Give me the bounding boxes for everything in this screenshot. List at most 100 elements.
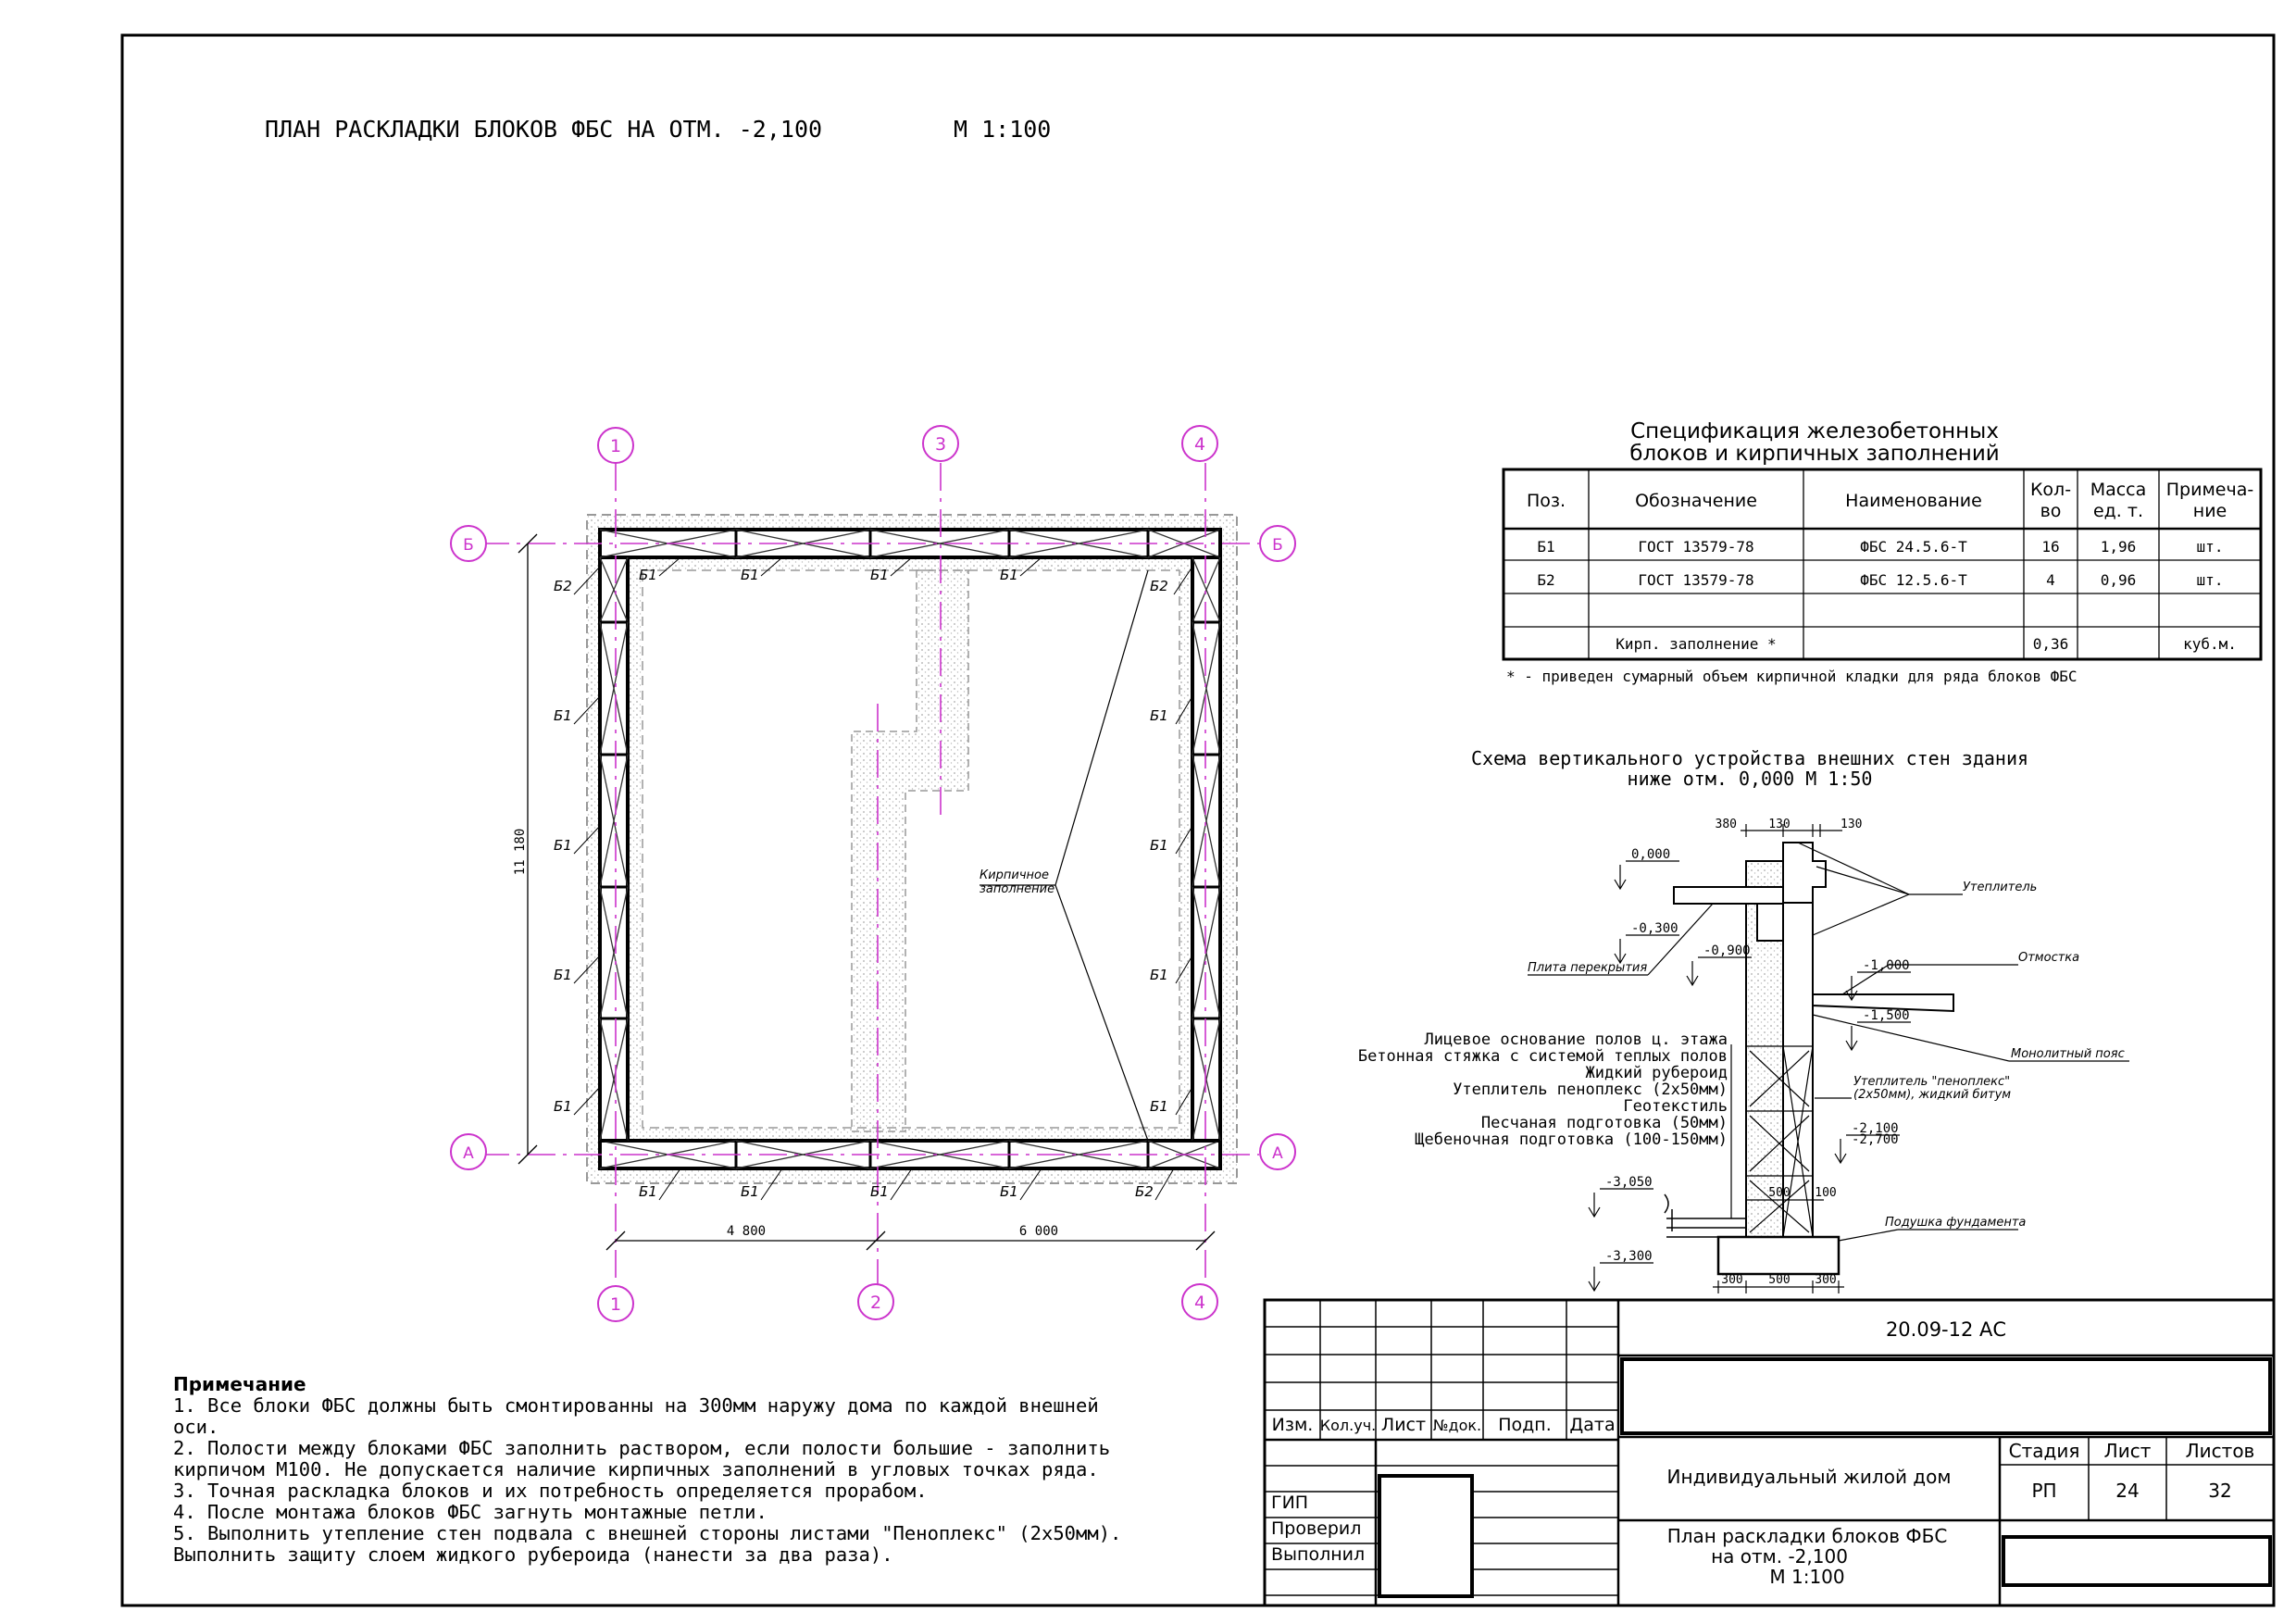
notes-block: Примечание 1. Все блоки ФБС должны быть … <box>173 1374 1154 1566</box>
floor-plan: 1 3 4 1 2 4 Б Б А А 11 180 4 800 6 000 Б… <box>450 425 1296 1322</box>
block-label: Б2 <box>1150 578 1168 594</box>
section-layer: Жидкий рубероид <box>1585 1064 1728 1082</box>
stamp-sheet-header: Лист <box>2104 1440 2152 1462</box>
spec-cell: 0,96 <box>2101 571 2137 589</box>
axis-bubble-top-4: 4 <box>1181 425 1218 462</box>
level-mark: -3,050 <box>1588 1175 1653 1218</box>
axis-bubble-bottom-2: 2 <box>857 1283 894 1320</box>
svg-text:1: 1 <box>610 436 621 456</box>
block-label: Б2 <box>1135 1183 1154 1200</box>
block-label: Б2 <box>554 578 572 594</box>
section-title-1: Схема вертикального устройства внешних с… <box>1471 747 2028 769</box>
level-mark: -3,300 <box>1588 1249 1653 1293</box>
section-layer: Геотекстиль <box>1623 1097 1728 1116</box>
block-label: Б1 <box>554 837 572 854</box>
svg-text:-0,900: -0,900 <box>1703 943 1751 958</box>
svg-text:3: 3 <box>935 434 946 455</box>
sec-dim-bottom-1: 300 <box>1721 1273 1742 1287</box>
svg-text:-3,050: -3,050 <box>1605 1175 1653 1190</box>
block-label: Б1 <box>639 567 657 583</box>
level-mark: 0,000 <box>1614 847 1679 891</box>
block-label: Б1 <box>554 967 572 983</box>
note-2: 2. Полости между блоками ФБС заполнить р… <box>173 1437 1111 1480</box>
spec-header-qty-2: во <box>2040 501 2062 521</box>
sec-dim-mid-1: 500 <box>1768 1186 1790 1200</box>
svg-text:А: А <box>1272 1144 1283 1163</box>
plan-scale: М 1:100 <box>954 116 1051 143</box>
spec-cell: 1,96 <box>2101 538 2137 556</box>
spec-title-1: Спецификация железобетонных <box>1630 419 1999 443</box>
stamp-col-header: Подп. <box>1498 1415 1552 1435</box>
notes-title: Примечание <box>173 1373 306 1395</box>
section-title-2: ниже отм. 0,000 М 1:50 <box>1628 768 1873 790</box>
stamp-stage-header: Стадия <box>2009 1440 2080 1462</box>
spec-cell: ФБС 12.5.6-Т <box>1860 571 1967 589</box>
spec-cell: шт. <box>2197 538 2224 556</box>
spec-cell: Б1 <box>1537 538 1554 556</box>
axis-bubble-left-B: Б <box>450 525 487 562</box>
callout-footing: Подушка фундамента <box>1885 1216 2026 1230</box>
block-label: Б1 <box>870 567 889 583</box>
block-label: Б1 <box>741 567 759 583</box>
spec-brick-name: Кирп. заполнение * <box>1616 635 1776 653</box>
spec-table: Спецификация железобетонных блоков и кир… <box>1502 419 2263 685</box>
axis-bubble-top-1: 1 <box>597 427 634 464</box>
sec-dim-top-3: 130 <box>1841 818 1862 831</box>
callout-floor-slab: Плита перекрытия <box>1528 961 1647 975</box>
spec-cell: ФБС 24.5.6-Т <box>1860 538 1967 556</box>
section-layer: Лицевое основание полов ц. этажа <box>1424 1031 1728 1049</box>
spec-footnote: * - приведен сумарный объем кирпичной кл… <box>1506 668 2078 685</box>
spec-header-mass-1: Масса <box>2090 480 2147 500</box>
dim-bottom-1: 4 800 <box>727 1224 766 1239</box>
svg-text:-2,100: -2,100 <box>1852 1121 1899 1136</box>
section-layer: Бетонная стяжка с системой теплых полов <box>1358 1047 1728 1066</box>
note-4: 4. После монтажа блоков ФБС загнуть монт… <box>173 1501 767 1523</box>
spec-cell: шт. <box>2197 571 2224 589</box>
block-label: Б1 <box>1150 837 1168 854</box>
block-label: Б1 <box>1150 707 1168 724</box>
spec-header-note-2: ние <box>2193 501 2227 521</box>
note-1: 1. Все блоки ФБС должны быть смонтирован… <box>173 1394 1099 1438</box>
stamp-col-header: Дата <box>1569 1415 1615 1435</box>
sec-dim-bottom-3: 300 <box>1815 1273 1836 1287</box>
note-3: 3. Точная раскладка блоков и их потребно… <box>173 1480 928 1502</box>
section-layer: Песчаная подготовка (50мм) <box>1481 1114 1728 1132</box>
brick-label-2: заполнение <box>980 882 1054 896</box>
stamp-title-3: М 1:100 <box>1769 1566 1844 1588</box>
svg-text:4: 4 <box>1194 434 1205 455</box>
level-mark: -2,100 <box>1834 1121 1900 1165</box>
footing <box>1716 1235 1841 1276</box>
spec-brick-unit: куб.м. <box>2183 635 2237 653</box>
spec-cell: ГОСТ 13579-78 <box>1638 538 1753 556</box>
axis-bubble-right-A: А <box>1259 1133 1296 1170</box>
stamp-signature-box <box>1378 1474 1474 1598</box>
stamp-empty-field <box>1620 1357 2272 1435</box>
spec-header-mass-2: ед. т. <box>2093 501 2143 521</box>
svg-text:-1,500: -1,500 <box>1863 1008 1910 1023</box>
spec-header-name: Наименование <box>1845 491 1982 511</box>
axis-bubble-bottom-1: 1 <box>597 1285 634 1322</box>
level-mark: -0,900 <box>1686 943 1752 987</box>
block-label: Б1 <box>639 1183 657 1200</box>
spec-cell: Б2 <box>1537 571 1554 589</box>
spec-header-designation: Обозначение <box>1635 491 1757 511</box>
svg-text:0,000: 0,000 <box>1631 847 1670 862</box>
svg-text:А: А <box>463 1144 474 1163</box>
axis-bubble-left-A: А <box>450 1133 487 1170</box>
callout-penoplex-2: (2х50мм), жидкий битум <box>1853 1088 2011 1102</box>
spec-cell: 4 <box>2046 571 2055 589</box>
floor-slab <box>1673 886 1784 905</box>
sec-dim-bottom-2: 500 <box>1768 1273 1790 1287</box>
svg-text:-2,700: -2,700 <box>1852 1132 1899 1147</box>
svg-text:-3,300: -3,300 <box>1605 1249 1653 1264</box>
spec-cell: ГОСТ 13579-78 <box>1638 571 1753 589</box>
block-label: Б1 <box>554 1098 572 1115</box>
wall-left <box>598 556 630 1143</box>
plan-title: ПЛАН РАСКЛАДКИ БЛОКОВ ФБС НА ОТМ. -2,100 <box>265 116 822 143</box>
spec-header-note-1: Примеча- <box>2166 480 2253 500</box>
stamp-sheets-total: 32 <box>2208 1480 2231 1502</box>
svg-text:Б: Б <box>1272 536 1283 555</box>
stamp-col-header: Лист <box>1381 1415 1426 1435</box>
